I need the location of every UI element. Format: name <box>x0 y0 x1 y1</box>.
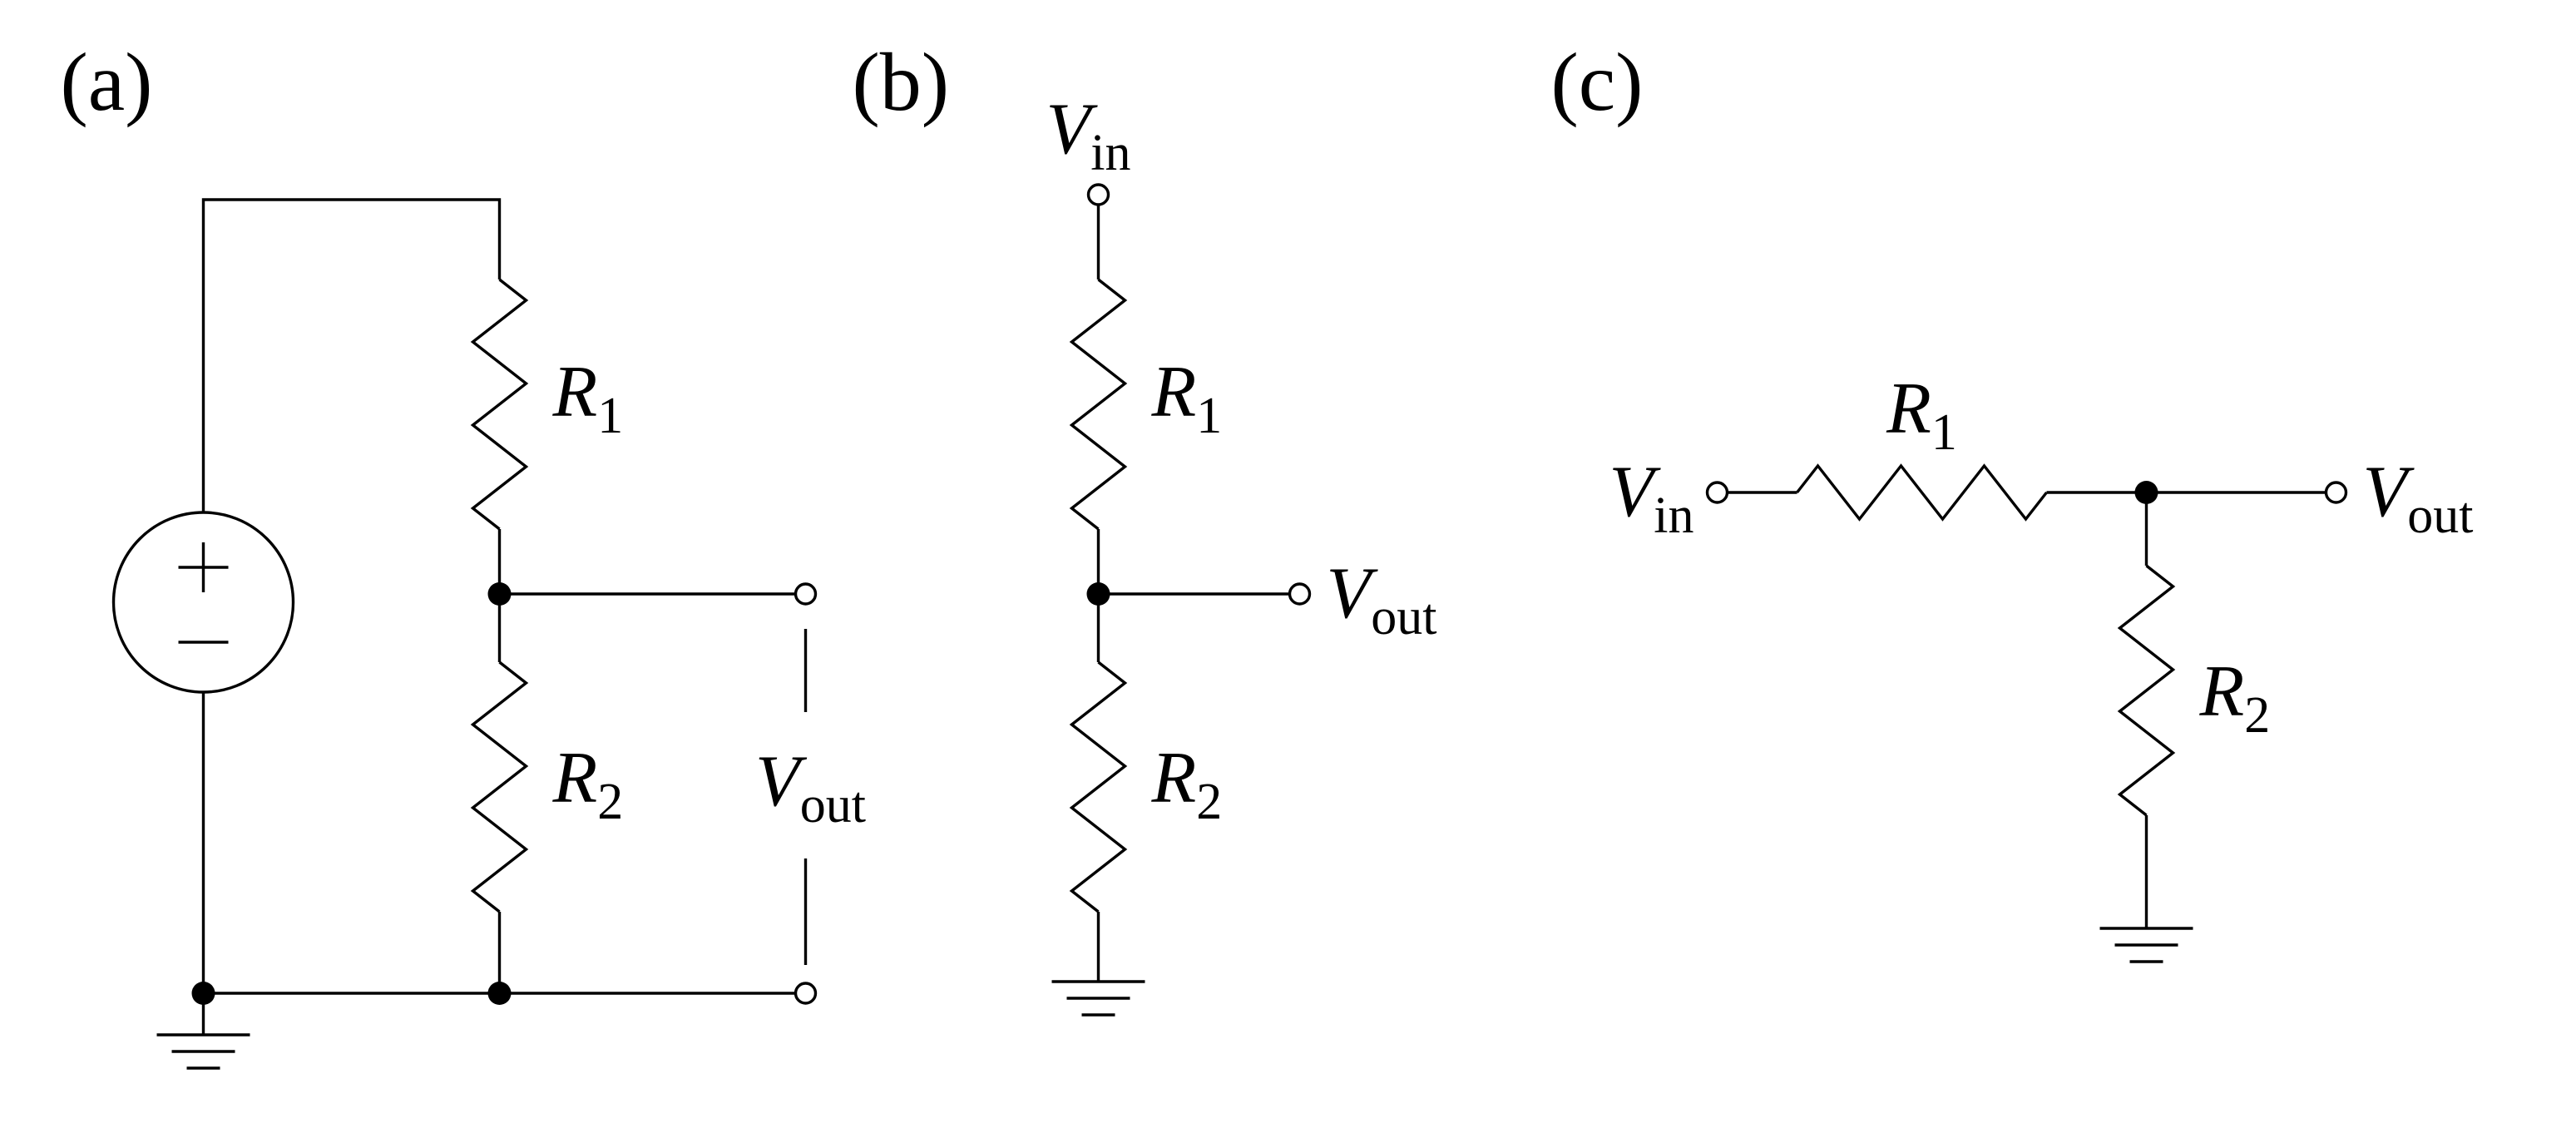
terminal-open-circle <box>1705 481 1729 504</box>
label-vout-sub: out <box>800 777 866 834</box>
label-vin-sub: in <box>1654 487 1693 544</box>
resistor-r2-symbol <box>470 661 529 913</box>
label-r2-sub: 2 <box>1196 774 1222 830</box>
label-r1-main: R <box>552 352 598 433</box>
wire-top <box>201 198 502 512</box>
ground-bars <box>156 1033 250 1070</box>
terminal-open-circle <box>1288 582 1312 606</box>
label-r2-main: R <box>1151 738 1197 819</box>
resistor-r1-symbol <box>470 278 529 531</box>
label-r2: R2 <box>552 738 624 830</box>
label-vout-main: V <box>2363 452 2415 532</box>
terminal-open-circle <box>794 582 818 606</box>
label-vout-sub: out <box>1371 589 1436 646</box>
label-r2-sub: 2 <box>2244 687 2270 744</box>
label-r1-main: R <box>1151 352 1197 433</box>
label-vin: Vin <box>1609 452 1694 544</box>
junction-dot <box>1086 582 1110 606</box>
label-r2: R2 <box>1151 738 1223 830</box>
ground-symbol <box>156 993 250 1070</box>
label-r2-main: R <box>552 738 598 819</box>
resistor-r1-symbol <box>1796 463 2048 522</box>
panel-c: (c) Vin R1 R2 Vout <box>1551 36 2474 963</box>
plus-sign-icon <box>178 542 229 592</box>
voltage-source-circle <box>111 511 295 694</box>
label-r1-sub: 1 <box>597 388 623 444</box>
label-r2: R2 <box>2199 651 2271 744</box>
label-r2-sub: 2 <box>597 774 623 830</box>
ground-bars <box>1051 980 1145 1017</box>
panel-b-label: (b) <box>853 36 950 128</box>
label-vin-sub: in <box>1090 125 1130 181</box>
label-r2-main: R <box>2199 651 2245 732</box>
label-vout: Vout <box>755 741 866 834</box>
panel-b: (b) Vin R1 R2 Vout <box>853 36 1437 1017</box>
resistor-r2-symbol <box>2117 564 2176 817</box>
label-vin-main: V <box>1609 452 1662 532</box>
label-vout: Vout <box>2363 452 2474 544</box>
label-r1-sub: 1 <box>1196 388 1222 444</box>
junction-dot <box>487 982 512 1005</box>
panel-c-label: (c) <box>1551 36 1644 128</box>
label-r1: R1 <box>1151 352 1223 444</box>
label-r1-main: R <box>1886 369 1931 449</box>
label-r1-sub: 1 <box>1931 404 1957 461</box>
label-vout: Vout <box>1327 553 1437 646</box>
terminal-open-circle <box>794 982 818 1005</box>
terminal-open-circle <box>2324 481 2348 504</box>
ground-bars <box>2099 927 2193 963</box>
panel-a: (a) R1 R2 Vout <box>61 36 866 1070</box>
resistor-r2-symbol <box>1069 661 1128 913</box>
terminal-open-circle <box>1086 183 1110 206</box>
label-vin-main: V <box>1046 89 1099 170</box>
label-vout-main: V <box>1327 553 1379 634</box>
junction-dot <box>2134 481 2158 504</box>
label-vout-sub: out <box>2407 487 2473 544</box>
junction-dot <box>487 582 512 606</box>
ground-symbol <box>2099 927 2193 963</box>
label-r1: R1 <box>1886 369 1957 461</box>
resistor-r1-symbol <box>1069 278 1128 531</box>
label-r1: R1 <box>552 352 624 444</box>
label-vout-main: V <box>755 741 808 822</box>
panel-a-label: (a) <box>61 36 153 128</box>
label-vin: Vin <box>1046 89 1131 181</box>
voltage-source-symbol <box>111 511 295 694</box>
ground-symbol <box>1051 980 1145 1017</box>
